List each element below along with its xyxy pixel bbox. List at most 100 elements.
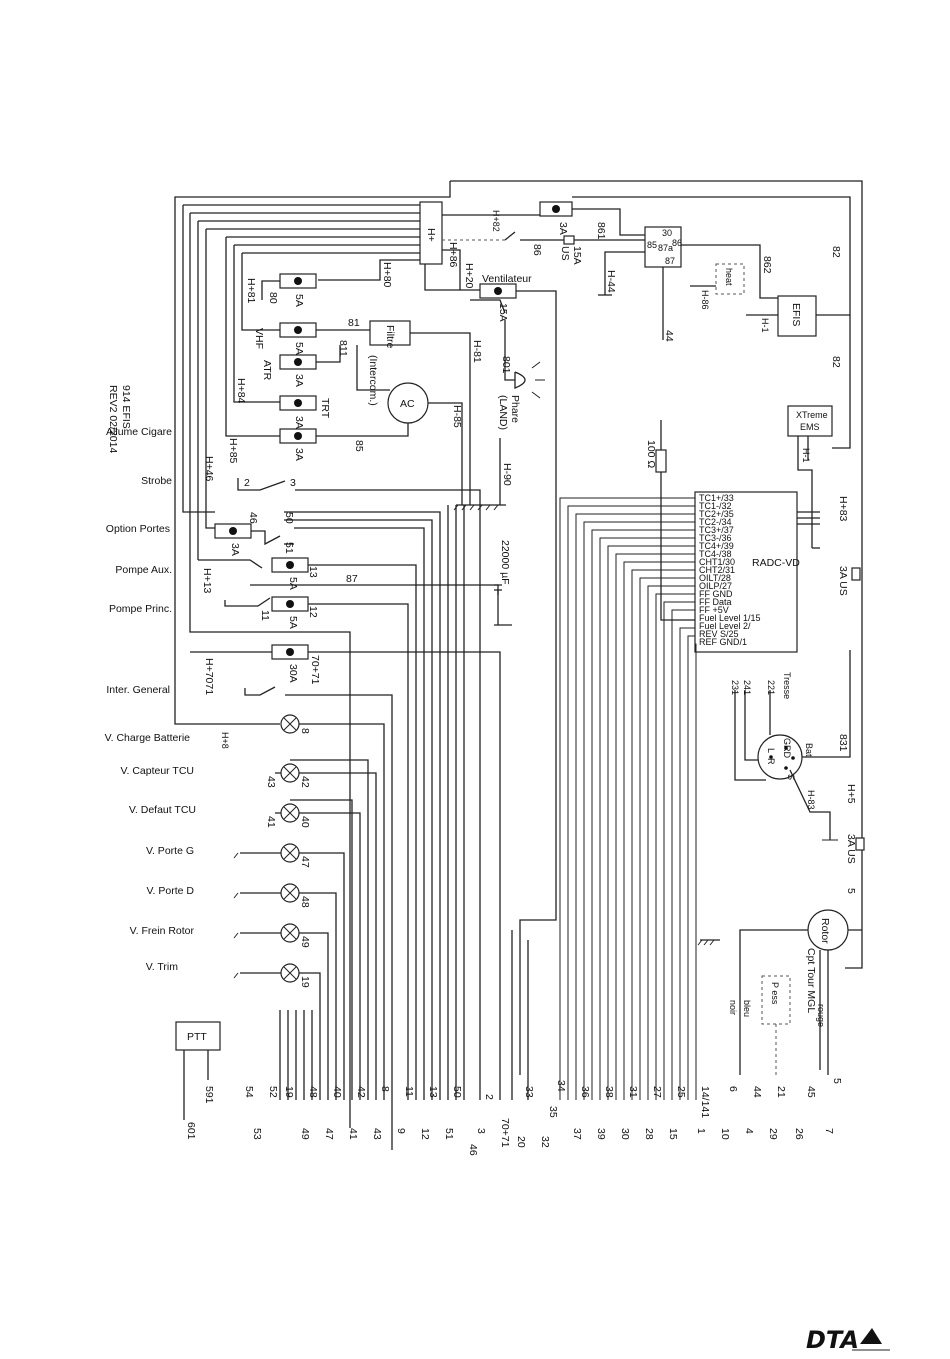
radc-pin: FF +5V (699, 605, 729, 615)
radc-pin: TC3+/37 (699, 525, 734, 535)
key-grd: GRD (782, 738, 792, 759)
radc-pin: TC3-/36 (699, 533, 732, 543)
connector-pin: 12 (419, 1128, 431, 1140)
wire-82-mid: 82 (830, 356, 842, 368)
wire-h5: H+5 (845, 784, 857, 804)
wire-h46: H+46 (203, 456, 215, 482)
fuse-trt (279, 395, 317, 411)
wire-h1: H-1 (760, 318, 770, 333)
key-s: S (786, 774, 796, 780)
wire-h80: H+80 (381, 262, 393, 288)
ac-label: AC (400, 398, 415, 410)
fuse-12-rating: 5A (287, 616, 299, 629)
label-inter-general: Inter. General (106, 684, 170, 696)
connector-pin: 21 (775, 1086, 787, 1098)
fuse-81-rating: 5A (293, 342, 305, 355)
connector-pin: 14/141 (699, 1086, 711, 1118)
connector-pin: 37 (571, 1128, 583, 1140)
wire-h83-low: H-83 (806, 790, 816, 810)
connector-pin: 4 (743, 1128, 755, 1134)
wire-46: 46 (247, 512, 259, 524)
wire-h86: H+86 (447, 242, 459, 268)
bleu-label: bleu (742, 1000, 752, 1017)
radc-pin: CHT2/31 (699, 565, 735, 575)
dta-logo: DTA (806, 1326, 890, 1354)
wire-13: 13 (307, 566, 319, 578)
label-pompe-aux: Pompe Aux. (115, 564, 172, 576)
heat-element: heat (715, 263, 745, 295)
fuse-3a-us-low: 3A US (845, 834, 857, 864)
lamp-49-label: 49 (299, 936, 311, 948)
connector-pin: 20 (515, 1136, 527, 1148)
fuse-81 (279, 322, 317, 338)
label-strobe: Strobe (141, 475, 172, 487)
fuse-3a-us-top: 3A US (837, 566, 849, 596)
radc-pin: Fuel Level 1/15 (699, 613, 761, 623)
lamp-48-label: 48 (299, 896, 311, 908)
connector-pin: 51 (443, 1128, 455, 1140)
connector-pin: 3 (475, 1128, 487, 1134)
radc-pin: TC2+/35 (699, 509, 734, 519)
model-label: 914 EFIS (120, 385, 132, 429)
connector-pin: 601 (185, 1122, 197, 1140)
fuse-top-rating: 3A (557, 222, 569, 235)
radc-pin: TC4-/38 (699, 549, 732, 559)
fuse-80 (279, 273, 317, 289)
noir-label: noir (728, 1000, 738, 1015)
wire-231: 231 (730, 680, 740, 695)
connector-pin: 35 (547, 1106, 559, 1118)
radc-pin: REF GND/1 (699, 637, 747, 647)
connector-pin: 10 (719, 1128, 731, 1140)
fuse-13-rating: 5A (287, 577, 299, 590)
label-v-defaut-tcu: V. Defaut TCU (129, 804, 196, 816)
connector-pin: 33 (523, 1086, 535, 1098)
label-v-porte-d: V. Porte D (147, 885, 195, 897)
filtre-box: Filtre (369, 320, 411, 348)
key-switch (757, 734, 803, 780)
connector-pin: 32 (539, 1136, 551, 1148)
connector-pin: 8 (379, 1086, 391, 1092)
wire-h85-right: H-85 (451, 405, 463, 428)
connector-pin: 27 (651, 1086, 663, 1098)
radc-pin: TC4+/39 (699, 541, 734, 551)
fuse-atr-rating: 3A (293, 374, 305, 387)
wire-h8: H+8 (220, 732, 230, 749)
fuse-70 (271, 644, 309, 660)
wire-861: 861 (595, 222, 607, 240)
fuse-85 (279, 428, 317, 444)
connector-pin: 40 (331, 1086, 343, 1098)
radc-pin: TC1+/33 (699, 493, 734, 503)
pess-label: P ess (770, 982, 780, 1005)
wire-h81-left: H+81 (245, 278, 257, 304)
efis-box: EFIS (777, 295, 817, 337)
radc-pin: FF GND (699, 589, 733, 599)
radc-pin: OILT/28 (699, 573, 731, 583)
connector-pin: 45 (805, 1086, 817, 1098)
connector-pin: 48 (307, 1086, 319, 1098)
key-l: L (766, 748, 776, 753)
fuse-80-rating: 5A (293, 294, 305, 307)
fuse-12 (271, 596, 309, 612)
wire-862: 862 (761, 256, 773, 274)
heat-label: heat (724, 268, 734, 286)
land-label: (LAND) (497, 395, 509, 430)
connector-pin: 41 (347, 1128, 359, 1140)
lamp-8-label: 8 (299, 728, 311, 734)
wire-44: 44 (663, 330, 675, 342)
wire-h83: H+83 (837, 496, 849, 522)
wire-h90: H-90 (501, 463, 513, 486)
label-allume-cigare: Allume Cigare (106, 426, 172, 438)
tresse-label: Tresse (782, 672, 792, 699)
radc-box: RADC-VD (694, 491, 800, 653)
connector-pin: 29 (767, 1128, 779, 1140)
label-v-frein-rotor: V. Frein Rotor (130, 925, 195, 937)
wire-h81-right: H-81 (471, 340, 483, 363)
trt-label: TRT (319, 398, 331, 419)
ptt-label: PTT (187, 1031, 207, 1043)
connector-pin: 53 (251, 1128, 263, 1140)
strobe-pin-3: 3 (290, 477, 296, 489)
fuse-46 (214, 523, 252, 539)
wire-12: 12 (307, 606, 319, 618)
fuse-atr (279, 354, 317, 370)
radc-pin: TC1-/32 (699, 501, 732, 511)
